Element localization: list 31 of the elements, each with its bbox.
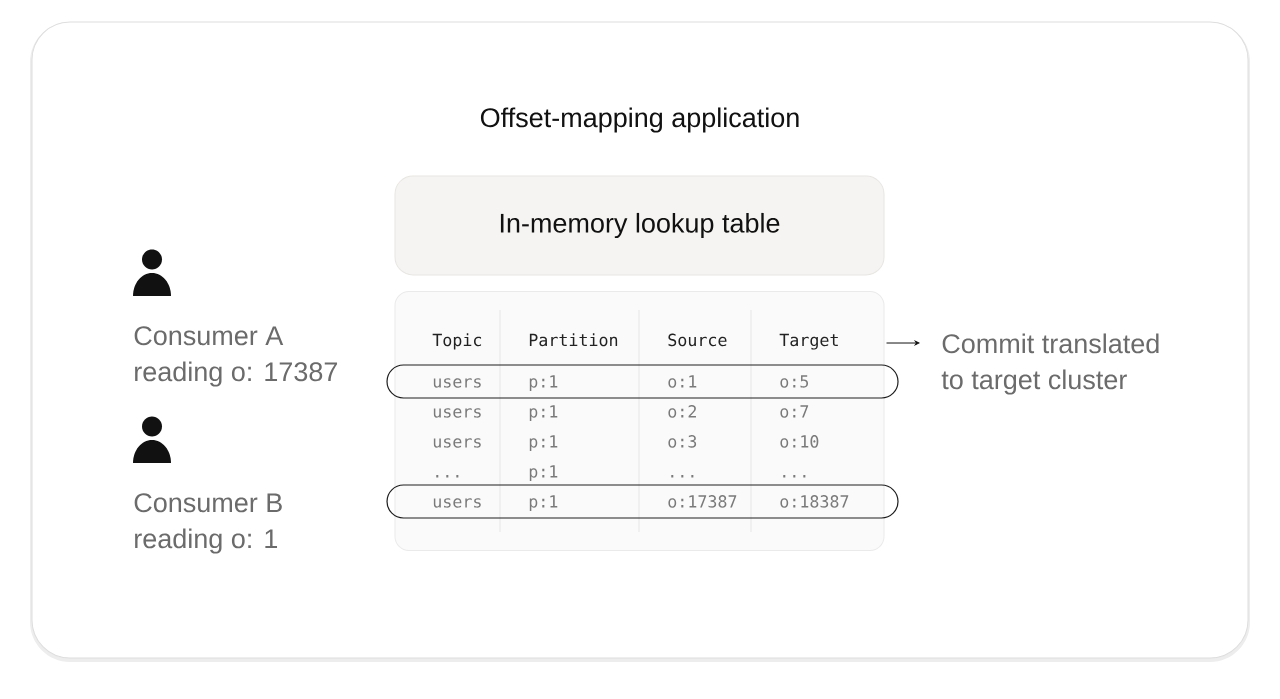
arrow <box>886 340 920 346</box>
table-entry: p:1 <box>529 375 558 391</box>
table-entry: p:1 <box>529 405 558 421</box>
column-heading: Partition <box>529 333 618 347</box>
column-heading: Target <box>779 333 838 350</box>
table-entry: p:1 <box>529 435 558 451</box>
table-entry: ... <box>436 475 459 478</box>
table-entry: users <box>433 378 481 388</box>
person-label: Consumer A reading o: 17387 <box>134 326 338 387</box>
table-entry: users <box>433 408 481 418</box>
table-entry: users <box>433 498 481 508</box>
column-heading: Topic <box>432 333 482 350</box>
table-entry: ... <box>783 475 806 478</box>
table-entry: o:18387 <box>780 495 849 508</box>
table-panel <box>394 291 885 551</box>
table-entry: o:2 <box>668 405 696 418</box>
table-entry: o:3 <box>668 435 697 448</box>
table-entry: p:1 <box>529 495 558 511</box>
heading-box: In-memory lookup table <box>394 175 885 276</box>
table-entry: p:1 <box>529 465 558 481</box>
person-label: Consumer B reading o: 1 <box>134 493 282 554</box>
table-entry: o:1 <box>668 375 697 388</box>
table-entry: ... <box>671 475 694 478</box>
table-entry: o:17387 <box>668 495 737 508</box>
table-entry: users <box>433 438 481 448</box>
column-heading: Source <box>668 333 727 347</box>
annotation: Commit translated to target cluster <box>941 333 1159 395</box>
table-entry: o:7 <box>780 405 809 418</box>
table-entry: o:10 <box>780 435 819 448</box>
title: Offset-mapping application <box>480 107 799 133</box>
table-entry: o:5 <box>780 375 809 388</box>
